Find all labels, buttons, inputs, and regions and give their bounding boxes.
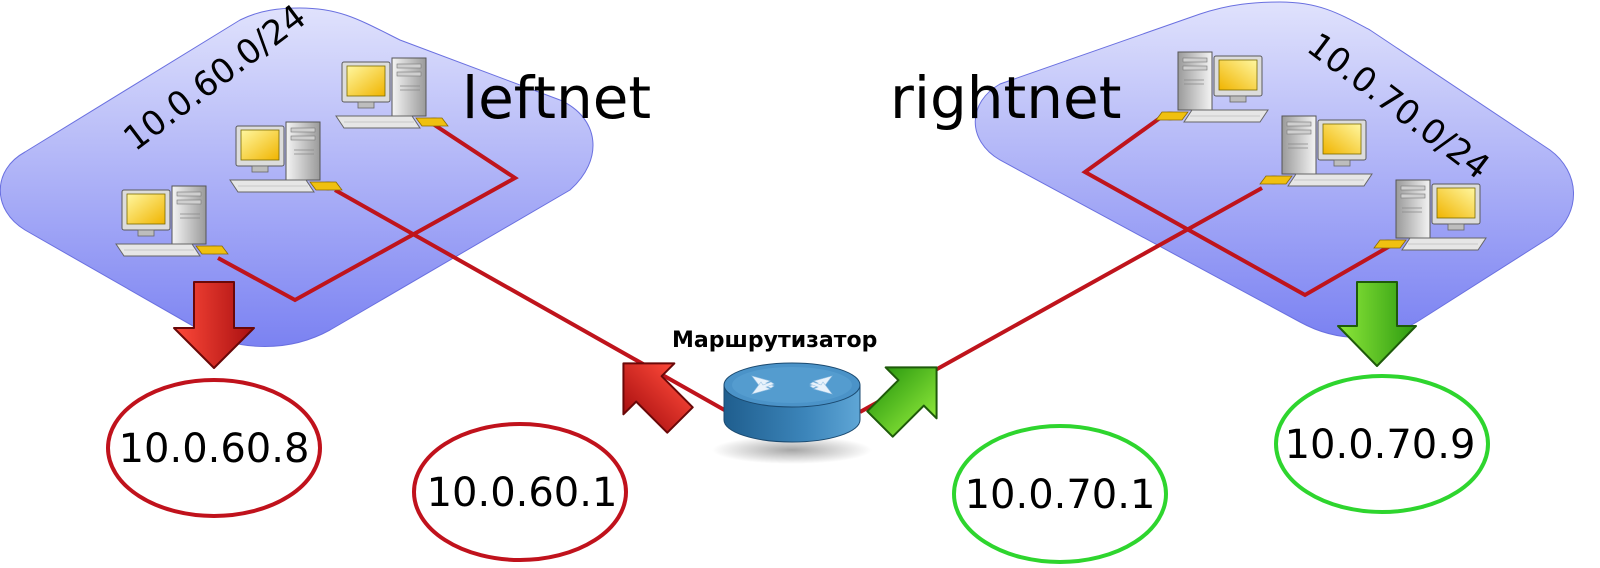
svg-text:10.0.60.8: 10.0.60.8 [119,426,310,472]
leftnet-label: leftnet [462,64,651,132]
leftnet-cable [217,120,519,303]
left-router-cable [334,188,729,414]
leftnet-computer-3 [115,185,229,257]
leftnet-gateway-ip: 10.0.60.1 [412,422,628,562]
rightnet-computer-3 [1373,179,1487,251]
router-label: Маршрутизатор [672,328,877,353]
arrow-down-icon [1337,281,1417,367]
rightnet-host-ip: 10.0.70.9 [1274,374,1490,514]
router-icon [712,362,872,464]
arrow-diagonal-icon [866,366,938,438]
leftnet-computer-2 [229,121,343,193]
arrow-diagonal-icon [622,362,694,434]
arrow-down-icon [173,281,255,369]
rightnet-gateway-ip: 10.0.70.1 [952,424,1168,564]
rightnet-label: rightnet [890,64,1121,132]
svg-text:10.0.70.1: 10.0.70.1 [965,472,1156,518]
svg-text:10.0.70.9: 10.0.70.9 [1285,422,1476,468]
rightnet-computer-2 [1259,115,1373,187]
rightnet-cable [1081,116,1391,298]
leftnet-computer-1 [335,57,449,129]
svg-text:10.0.60.1: 10.0.60.1 [427,470,618,516]
rightnet-computer-1 [1155,51,1269,123]
leftnet-host-ip: 10.0.60.8 [106,378,322,518]
